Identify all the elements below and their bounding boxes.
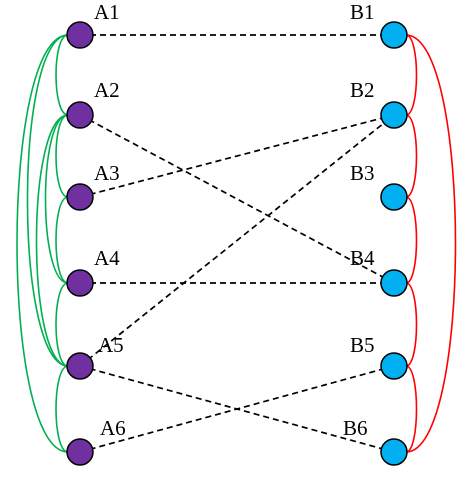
label-A4: A4 <box>94 246 120 270</box>
arc-A5-A6 <box>55 365 69 453</box>
node-B2 <box>380 101 408 129</box>
arc-B3-B4 <box>405 196 418 284</box>
label-B4: B4 <box>350 246 375 270</box>
arc-A1-A2 <box>55 34 69 116</box>
label-A5: A5 <box>98 333 124 357</box>
arc-A2-A4 <box>44 114 69 284</box>
arc-A2-A5 <box>35 114 69 367</box>
arc-A2-A3 <box>55 114 69 198</box>
arc-A1-A5 <box>26 34 69 367</box>
node-B5 <box>380 352 408 380</box>
arc-B2-B3 <box>405 114 418 198</box>
label-B5: B5 <box>350 333 375 357</box>
node-A2 <box>66 101 94 129</box>
node-A1 <box>66 21 94 49</box>
cross-links <box>79 34 395 453</box>
arc-B4-B5 <box>405 282 418 367</box>
arc-A1-A6 <box>16 34 69 453</box>
link-A5-B2 <box>79 114 395 367</box>
arc-A3-A4 <box>55 196 69 284</box>
arc-B1-B6 <box>405 34 457 453</box>
arc-B1-B2 <box>405 34 418 116</box>
node-B6 <box>380 438 408 466</box>
node-B3 <box>380 183 408 211</box>
node-A3 <box>66 183 94 211</box>
link-A6-B5 <box>79 365 395 453</box>
label-A3: A3 <box>94 161 120 185</box>
label-A6: A6 <box>100 416 126 440</box>
node-A5 <box>66 352 94 380</box>
label-B2: B2 <box>350 78 375 102</box>
label-B3: B3 <box>350 161 375 185</box>
link-A2-B4 <box>79 114 395 284</box>
node-B1 <box>380 21 408 49</box>
node-A6 <box>66 438 94 466</box>
right-arcs <box>405 34 457 453</box>
label-A2: A2 <box>94 78 120 102</box>
arc-B5-B6 <box>405 365 418 453</box>
arc-A4-A5 <box>55 282 69 367</box>
node-A4 <box>66 269 94 297</box>
link-A3-B2 <box>79 114 395 198</box>
node-B4 <box>380 269 408 297</box>
nodes <box>66 21 408 466</box>
left-arcs <box>16 34 69 453</box>
label-A1: A1 <box>94 0 120 24</box>
label-B1: B1 <box>350 0 375 24</box>
label-B6: B6 <box>343 416 368 440</box>
